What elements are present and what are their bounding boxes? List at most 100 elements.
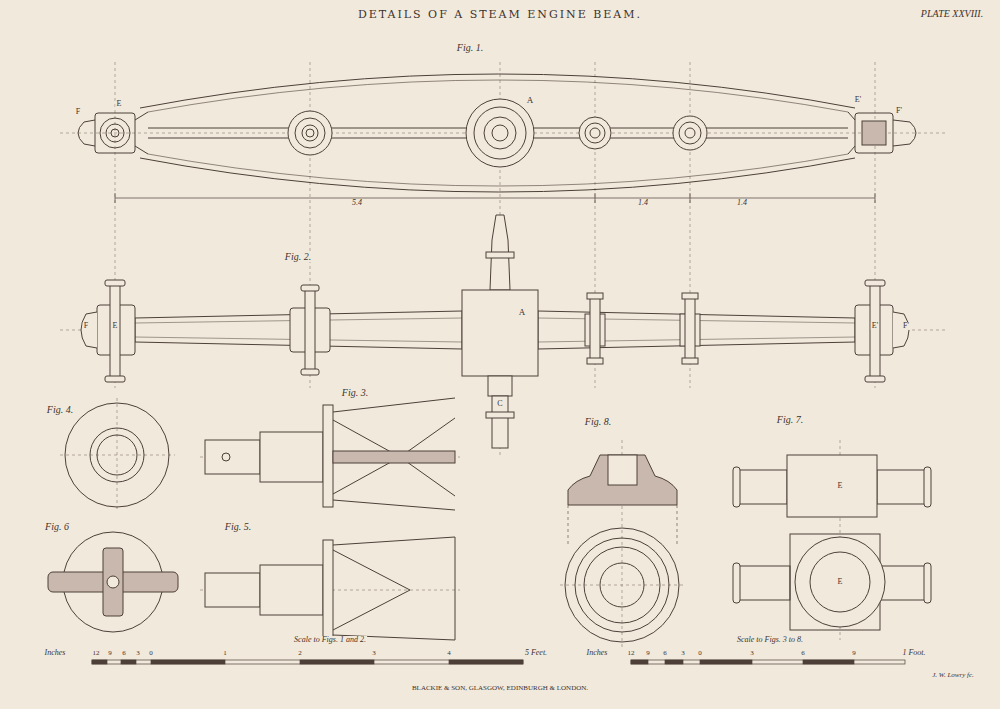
scale-bar [92, 660, 523, 664]
gudgeon-detail [48, 398, 455, 640]
beam-elevation [110, 283, 120, 379]
construction-line [60, 62, 945, 648]
gudgeon-detail [103, 548, 123, 616]
scale-number: 12 [627, 650, 636, 657]
gudgeon-detail [323, 540, 333, 640]
part-letter: E [837, 578, 844, 586]
beam-elevation [105, 376, 125, 382]
bearing-detail [575, 538, 669, 632]
gudgeon-detail [260, 432, 323, 482]
construction-line [560, 585, 685, 586]
bearing-detail [795, 537, 885, 627]
construction-line [60, 455, 175, 456]
scale-number: 2 [297, 650, 303, 657]
dimension-line [875, 193, 876, 203]
bearing-detail [924, 467, 931, 507]
bearing-detail [608, 455, 637, 485]
bearing-detail [568, 505, 569, 545]
part-letter: E' [854, 96, 862, 104]
scale-bar [92, 660, 905, 664]
scale-number: 9 [645, 650, 651, 657]
part-letter: F [83, 322, 89, 330]
beam-elevation [486, 252, 514, 258]
beam-elevation [301, 285, 319, 291]
part-letter: E [837, 482, 844, 490]
beam-plan [306, 129, 314, 137]
engraver-credit: J. W. Lowry fc. [931, 672, 975, 679]
scale-number: 0 [148, 650, 154, 657]
scale-number: 6 [800, 650, 806, 657]
scale-number: 4 [446, 650, 452, 657]
scale-bar [631, 660, 648, 664]
beam-plan [492, 125, 508, 141]
beam-elevation [81, 312, 97, 348]
gudgeon-detail [90, 428, 144, 482]
beam-plan [466, 99, 534, 167]
beam-elevation [590, 298, 600, 362]
beam-plan [135, 112, 148, 120]
beam-elevation [587, 358, 603, 364]
scale-caption: Scale to Figs. 1 and 2. [293, 636, 367, 644]
beam-plan [135, 146, 148, 154]
gudgeon-detail [333, 537, 455, 545]
figure-label: Fig. 6 [44, 522, 70, 532]
scale-bar [449, 660, 523, 664]
beam-plan [78, 120, 95, 146]
bearing-detail [733, 467, 740, 507]
beam-elevation [492, 396, 508, 448]
bearing-detail [600, 563, 644, 607]
gudgeon-detail [333, 398, 455, 412]
gudgeon-detail [97, 435, 137, 475]
scale-number: 3 [749, 650, 755, 657]
bearing-detail [810, 552, 870, 612]
part-letter: E' [871, 322, 879, 330]
part-letter: F [75, 108, 81, 116]
beam-plan [95, 113, 135, 153]
beam-plan [685, 128, 695, 138]
beam-elevation [587, 293, 603, 299]
plate-number: PLATE XXVIII. [920, 9, 984, 19]
plate-title: DETAILS OF A STEAM ENGINE BEAM. [357, 9, 643, 20]
beam-plan [302, 125, 318, 141]
scale-number: 5 Feet. [524, 649, 548, 657]
beam-elevation [865, 280, 885, 286]
part-letter: A [526, 96, 535, 105]
scale-number: 6 [121, 650, 127, 657]
figure-label: Fig. 5. [224, 522, 252, 532]
dimension-line [595, 193, 596, 203]
beam-elevation [893, 312, 909, 348]
beam-plan [893, 120, 916, 146]
dimension-line [115, 198, 875, 199]
bearing-detail [677, 505, 678, 545]
scale-bar [121, 660, 136, 664]
beam-elevation [462, 290, 538, 376]
beam-elevation [682, 358, 698, 364]
gudgeon-detail [333, 451, 455, 463]
beam-plan [590, 128, 600, 138]
beam-elevation [81, 215, 909, 448]
construction-line [117, 398, 118, 512]
dimension: 1.4 [637, 199, 649, 207]
beam-elevation [488, 376, 512, 396]
scale-number: 6 [662, 650, 668, 657]
beam-elevation [486, 412, 514, 418]
gudgeon-detail [323, 405, 333, 507]
scale-number: 1 [222, 650, 228, 657]
gudgeon-detail [222, 453, 230, 461]
scale-number: 12 [92, 650, 101, 657]
dimension: 1.4 [736, 199, 748, 207]
scale-number: 3 [135, 650, 141, 657]
scale-number: 0 [697, 650, 703, 657]
beam-elevation [301, 369, 319, 375]
scale-number: 3 [680, 650, 686, 657]
figure-label: Fig. 4. [46, 405, 74, 415]
beam-plan [484, 117, 516, 149]
scale-bar [803, 660, 854, 664]
gudgeon-detail [455, 537, 456, 640]
gudgeon-detail [260, 565, 323, 615]
scale-bar [92, 660, 107, 664]
beam-elevation [865, 376, 885, 382]
scale-number: 3 [371, 650, 377, 657]
beam-plan [288, 111, 332, 155]
